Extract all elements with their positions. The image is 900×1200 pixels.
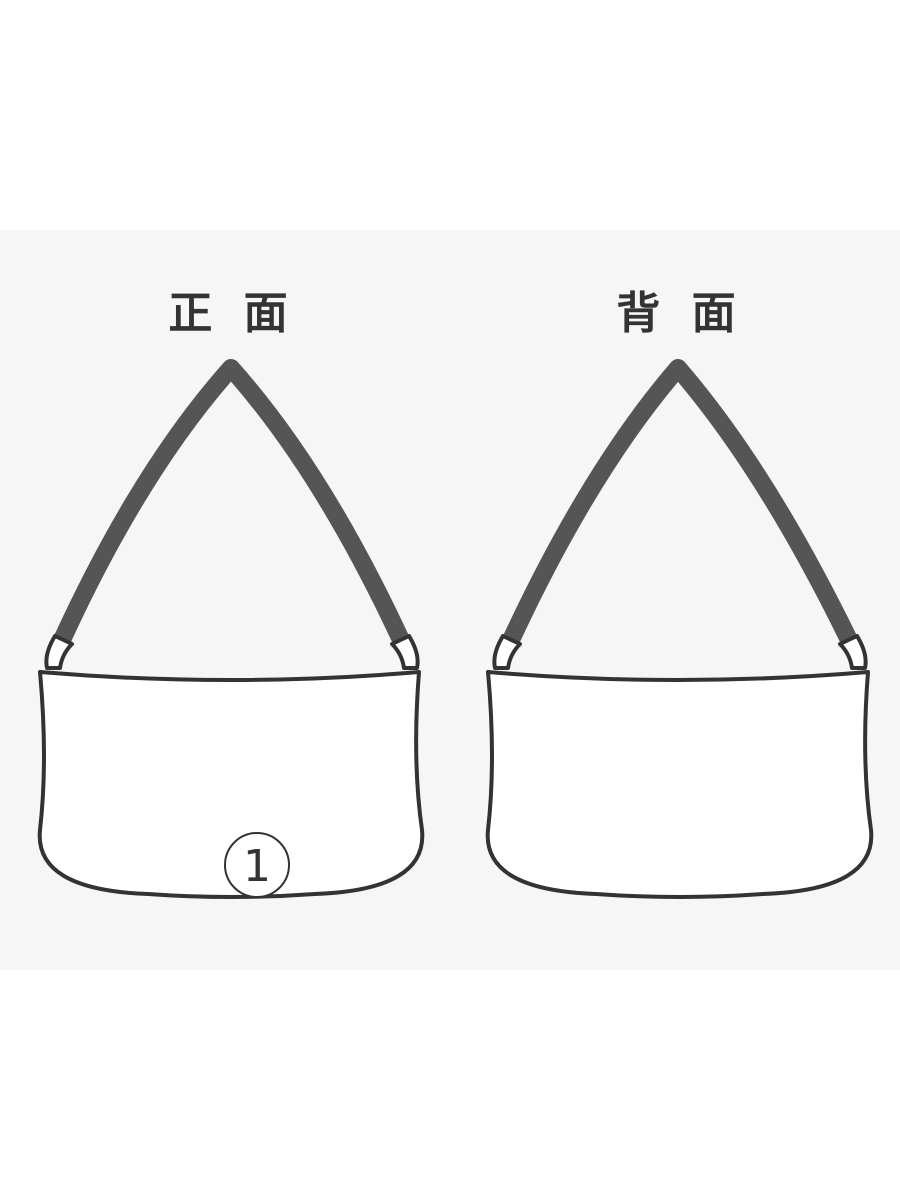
front-strap [53, 359, 410, 644]
back-bag-body [485, 670, 874, 899]
front-bag-body [37, 670, 425, 899]
front-marker-number: 1 [243, 841, 271, 892]
front-bag: 1 [37, 359, 425, 899]
front-right-clip [390, 634, 420, 670]
back-left-clip [492, 634, 522, 670]
front-view-label: 正 面 [168, 288, 296, 339]
back-right-clip [838, 634, 868, 670]
front-left-clip [44, 634, 74, 670]
back-view-label: 背 面 [616, 288, 744, 339]
front-marker-circle [224, 832, 290, 898]
back-bag [485, 359, 874, 899]
back-strap [502, 359, 858, 644]
